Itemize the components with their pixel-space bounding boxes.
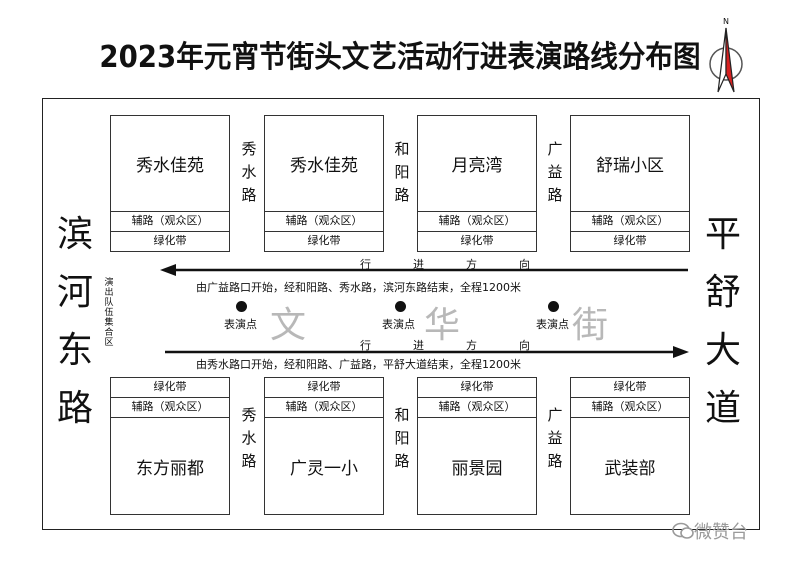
performance-spot-label: 表演点 xyxy=(536,318,569,331)
street-watermark-char: 文 xyxy=(270,305,307,346)
north-block: 舒瑞小区 xyxy=(570,115,690,212)
road-guangyi-south: 广益路 xyxy=(547,406,563,470)
green-belt-band: 绿化带 xyxy=(417,377,537,398)
service-road-band: 辅路（观众区） xyxy=(417,397,537,418)
service-road-band: 辅路（观众区） xyxy=(417,211,537,232)
performance-spot-label: 表演点 xyxy=(382,318,415,331)
north-block: 秀水佳苑 xyxy=(110,115,230,212)
block-name: 东方丽都 xyxy=(136,458,204,479)
road-guangyi-north: 广益路 xyxy=(547,140,563,204)
source-brand: 微赞台 xyxy=(672,518,748,544)
performance-spot-dot xyxy=(395,301,406,312)
performance-spot-dot xyxy=(548,301,559,312)
service-road-band: 辅路（观众区） xyxy=(264,397,384,418)
service-road-band: 辅路（观众区） xyxy=(264,211,384,232)
street-watermark-char: 华 xyxy=(424,305,461,346)
block-name: 秀水佳苑 xyxy=(290,156,358,176)
direction-label-bottom: 行 进 方 向 xyxy=(360,339,530,352)
south-block: 武装部 xyxy=(570,417,690,515)
south-block: 广灵一小 xyxy=(264,417,384,515)
green-belt-band: 绿化带 xyxy=(264,231,384,252)
block-name: 秀水佳苑 xyxy=(136,156,204,176)
compass: N xyxy=(702,14,750,94)
map-frame xyxy=(42,98,760,530)
road-heyang-south: 和阳路 xyxy=(394,406,410,470)
road-xiushui-south: 秀水路 xyxy=(241,406,257,470)
green-belt-band: 绿化带 xyxy=(570,377,690,398)
assembly-area-label: 演出队伍集合区 xyxy=(104,278,114,348)
north-label: N xyxy=(723,17,729,26)
north-block: 月亮湾 xyxy=(417,115,537,212)
route-eastbound-note: 由秀水路口开始，经和阳路、广益路，平舒大道结束，全程1200米 xyxy=(196,358,521,371)
south-block: 丽景园 xyxy=(417,417,537,515)
south-block: 东方丽都 xyxy=(110,417,230,515)
green-belt-band: 绿化带 xyxy=(264,377,384,398)
service-road-band: 辅路（观众区） xyxy=(110,211,230,232)
service-road-band: 辅路（观众区） xyxy=(570,211,690,232)
block-name: 月亮湾 xyxy=(451,156,503,176)
road-heyang-north: 和阳路 xyxy=(394,140,410,204)
street-watermark-char: 街 xyxy=(572,305,609,346)
route-eastbound-arrow xyxy=(165,346,689,358)
compass-arrow-icon: N xyxy=(709,17,743,93)
block-name: 武装部 xyxy=(604,458,656,479)
green-belt-band: 绿化带 xyxy=(570,231,690,252)
performance-spot-label: 表演点 xyxy=(224,318,257,331)
service-road-band: 辅路（观众区） xyxy=(570,397,690,418)
block-name: 丽景园 xyxy=(451,458,503,479)
green-belt-band: 绿化带 xyxy=(417,231,537,252)
block-name: 广灵一小 xyxy=(290,458,358,479)
source-brand-text: 微赞台 xyxy=(694,522,748,543)
direction-label-top: 行 进 方 向 xyxy=(360,258,530,271)
route-westbound-note: 由广益路口开始，经和阳路、秀水路，滨河东路结束，全程1200米 xyxy=(196,281,521,294)
performance-spot-dot xyxy=(236,301,247,312)
road-xiushui-north: 秀水路 xyxy=(241,140,257,204)
route-westbound-arrow xyxy=(160,264,688,276)
green-belt-band: 绿化带 xyxy=(110,231,230,252)
north-block: 秀水佳苑 xyxy=(264,115,384,212)
chat-bubble-icon xyxy=(672,522,694,539)
service-road-band: 辅路（观众区） xyxy=(110,397,230,418)
page-title: 2023年元宵节街头文艺活动行进表演路线分布图 xyxy=(99,40,701,75)
road-east-label: 平舒大道 xyxy=(704,214,741,429)
green-belt-band: 绿化带 xyxy=(110,377,230,398)
block-name: 舒瑞小区 xyxy=(596,156,664,176)
road-west-label: 滨河东路 xyxy=(56,214,93,429)
